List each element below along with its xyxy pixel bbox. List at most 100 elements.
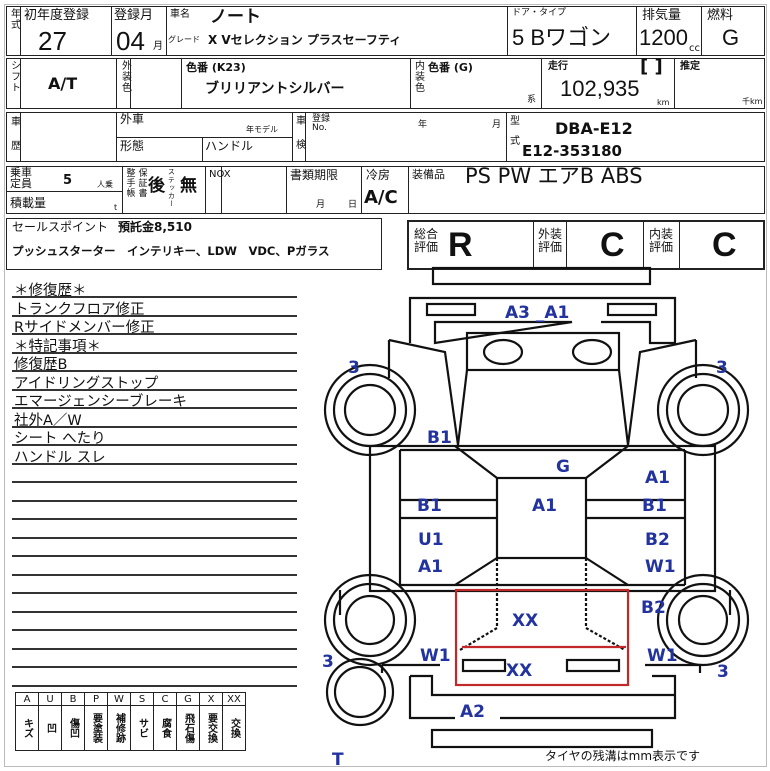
capacity-label: 乗車定員 xyxy=(10,166,32,190)
sale-point-cell xyxy=(6,218,382,270)
tire-rear-right-inner xyxy=(665,582,741,658)
damage-mark-roof: A1 xyxy=(532,496,557,516)
ac-label: 冷房 xyxy=(366,168,391,182)
mileage: 102,935 xyxy=(560,76,640,101)
wheel-front-left xyxy=(343,383,397,437)
interior-label: 内装評価 xyxy=(649,227,674,255)
spare-tire xyxy=(325,657,395,727)
sticker-label: ステッカー xyxy=(167,168,176,208)
note-item: ＊特記事項＊ xyxy=(14,338,101,355)
repair-area-outline xyxy=(454,588,630,687)
model-label: 型式 xyxy=(507,115,519,155)
car-name: ノート xyxy=(210,7,261,27)
note-rule xyxy=(12,314,297,317)
hood xyxy=(465,331,621,372)
model-code: DBA-E12 xyxy=(555,119,633,138)
car-name-label: 車名 xyxy=(170,9,190,20)
tire-rear-right xyxy=(656,573,750,667)
fog-lamp-left xyxy=(425,302,477,317)
ton-unit: t xyxy=(114,203,118,212)
nox-cell xyxy=(205,166,222,214)
tire-front-left xyxy=(323,363,417,457)
door-type-label: ドア・タイプ xyxy=(512,8,567,18)
rear-lamp-right xyxy=(565,658,621,673)
damage-mark-rr-tire: 3 xyxy=(717,662,729,682)
reg-month-value: 04 xyxy=(116,26,145,56)
overall-rating: R xyxy=(448,226,473,264)
note-rule xyxy=(12,610,297,613)
divider xyxy=(643,222,644,268)
fog-lamp-right xyxy=(606,302,658,317)
note-rule xyxy=(12,370,297,372)
note-item: ハンドル スレ xyxy=(14,449,106,466)
note-rule xyxy=(12,444,297,446)
note-rule xyxy=(12,647,297,650)
reg-month-cell xyxy=(111,6,167,56)
note-item: ＊修復歴＊ xyxy=(14,283,87,299)
capacity: 5 xyxy=(63,173,73,188)
docs-cell xyxy=(286,166,362,214)
displacement-cell xyxy=(636,6,702,56)
note-rule xyxy=(12,666,297,668)
door-type: 5 Bワゴン xyxy=(512,25,612,50)
displacement: 1200 xyxy=(639,25,688,50)
note-item: アイドリングストップ xyxy=(14,375,159,392)
note-rule xyxy=(12,425,297,428)
legend-meaning: 要塗装 xyxy=(84,705,108,751)
front-bumper-top xyxy=(431,266,652,286)
exterior-rating: C xyxy=(600,226,625,264)
sticker-value: 無 xyxy=(180,176,197,196)
manual-label: 整手帳 xyxy=(124,168,135,198)
load-label: 積載量 xyxy=(10,196,47,210)
sheet-border xyxy=(4,4,767,767)
note-rule xyxy=(12,536,297,539)
overall-label: 総合評価 xyxy=(414,227,439,255)
tire-front-right xyxy=(656,363,750,457)
color-name: ブリリアントシルバー xyxy=(205,81,345,97)
damage-mark-front-bumper: A3 _A1 xyxy=(505,303,569,323)
cc-unit: cc xyxy=(689,43,700,54)
estimate-label: 推定 xyxy=(680,61,700,72)
note-rule xyxy=(12,388,297,391)
note-item: Rサイドメンバー修正 xyxy=(14,320,155,336)
sale-point-line1: 預託金8,510 xyxy=(118,220,192,234)
damage-mark-spare: T xyxy=(332,750,344,770)
row-basic xyxy=(6,6,765,56)
note-item: 修復歴B xyxy=(14,357,68,373)
note-rule xyxy=(12,481,297,483)
headlamp-left xyxy=(482,338,524,366)
note-rule xyxy=(12,499,297,502)
note-rule xyxy=(12,573,297,576)
damage-mark-door-rr-2: W1 xyxy=(645,557,676,577)
month-label: 月 xyxy=(492,120,502,130)
thousand-km: 千km xyxy=(742,97,763,106)
exterior-label: 外装評価 xyxy=(538,227,563,255)
damage-mark-rl-tire: 3 xyxy=(322,652,334,672)
divider xyxy=(533,222,534,268)
ext-color-label: 外装色 xyxy=(119,60,131,93)
legend-meaning: 補修跡 xyxy=(107,705,131,751)
damage-mark-trunk: XX xyxy=(512,611,538,631)
shift: A/T xyxy=(48,74,78,93)
chassis-no: E12-353180 xyxy=(522,142,622,160)
legend-meaning: 腐食 xyxy=(153,705,177,751)
inspection-label: 車検 xyxy=(293,115,305,163)
history-label: 車歴 xyxy=(8,116,20,164)
warranty-value: 後 xyxy=(148,176,165,196)
reg-month-label: 登録月 xyxy=(114,8,154,23)
damage-mark-rear-panel: XX xyxy=(506,661,532,681)
damage-mark-door-fr: B1 xyxy=(642,496,667,516)
spare-tire-inner xyxy=(333,665,387,719)
import-label: 外車 xyxy=(120,112,145,126)
int-color-label: 内装色 xyxy=(412,60,424,93)
rear-bumper-bottom xyxy=(430,728,654,749)
equipment-cell xyxy=(408,166,765,214)
ext-color-blank xyxy=(130,58,182,109)
int-unit: 系 xyxy=(527,95,537,105)
damage-mark-door-rl-1: U1 xyxy=(418,530,444,550)
docs-label: 書類期限 xyxy=(290,168,339,182)
damage-mark-quarter-l: W1 xyxy=(420,646,451,666)
shift-cell xyxy=(20,58,117,109)
